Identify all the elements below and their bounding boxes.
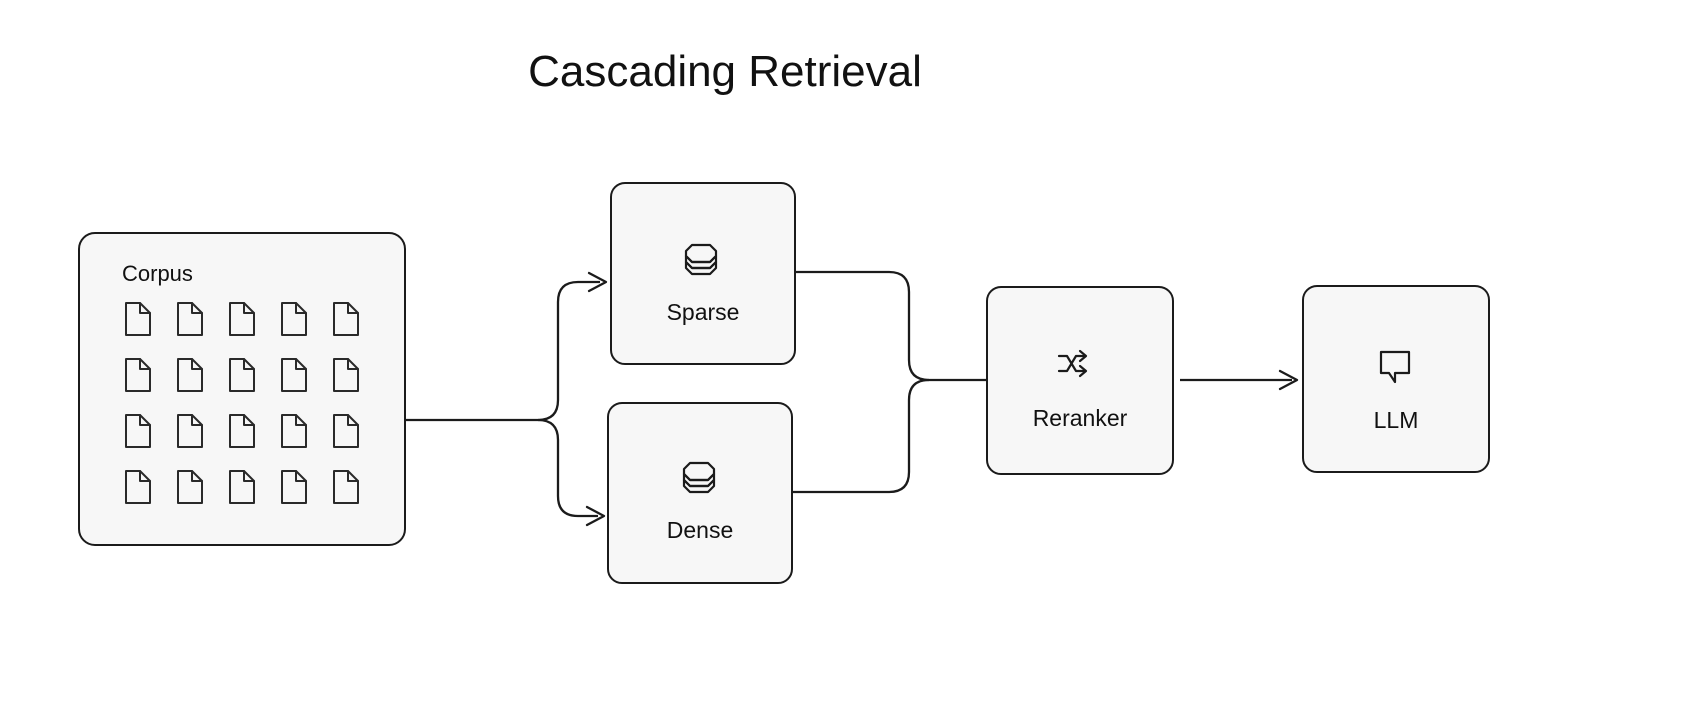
edge-sparse-to-reranker <box>795 270 1048 382</box>
document-icon <box>229 302 255 336</box>
document-icon <box>333 302 359 336</box>
document-icon <box>333 470 359 504</box>
edge-layer <box>405 270 1299 527</box>
dense-label: Dense <box>667 517 733 543</box>
edge-dense-to-reranker <box>792 378 930 494</box>
document-icon <box>125 414 151 448</box>
corpus-box[interactable] <box>78 232 406 546</box>
node-sparse[interactable]: Sparse <box>610 182 796 365</box>
page-title: Cascading Retrieval <box>528 47 922 96</box>
document-icon <box>177 414 203 448</box>
document-icon <box>333 358 359 392</box>
document-icon <box>281 358 307 392</box>
document-icon <box>125 470 151 504</box>
document-icon <box>281 414 307 448</box>
document-icon <box>177 302 203 336</box>
document-icon <box>125 302 151 336</box>
document-icon <box>177 470 203 504</box>
edge-corpus-to-dense <box>537 418 598 518</box>
document-icon <box>177 358 203 392</box>
reranker-label: Reranker <box>1033 405 1128 431</box>
document-icon <box>229 358 255 392</box>
document-icon <box>125 358 151 392</box>
document-icon <box>333 414 359 448</box>
edge-corpus-to-dense-arrowhead <box>585 505 606 527</box>
database-icon <box>682 461 716 494</box>
llm-label: LLM <box>1374 407 1419 433</box>
reranker-box[interactable] <box>986 286 1174 475</box>
document-icon <box>281 302 307 336</box>
edge-reranker-to-llm-arrowhead <box>1278 369 1299 391</box>
node-llm[interactable]: LLM <box>1302 285 1490 473</box>
node-corpus[interactable]: Corpus <box>78 232 406 546</box>
shuffle-icon <box>1057 349 1088 378</box>
message-bubble-icon <box>1379 350 1411 384</box>
corpus-document-grid <box>125 302 359 504</box>
document-icon <box>229 470 255 504</box>
edge-corpus-to-sparse <box>405 280 600 422</box>
sparse-label: Sparse <box>667 299 740 325</box>
corpus-label: Corpus <box>122 261 193 286</box>
document-icon <box>229 414 255 448</box>
database-icon <box>684 243 718 276</box>
node-dense[interactable]: Dense <box>607 402 793 584</box>
document-icon <box>281 470 307 504</box>
edge-corpus-to-sparse-arrowhead <box>587 271 608 293</box>
node-reranker[interactable]: Reranker <box>986 286 1174 475</box>
